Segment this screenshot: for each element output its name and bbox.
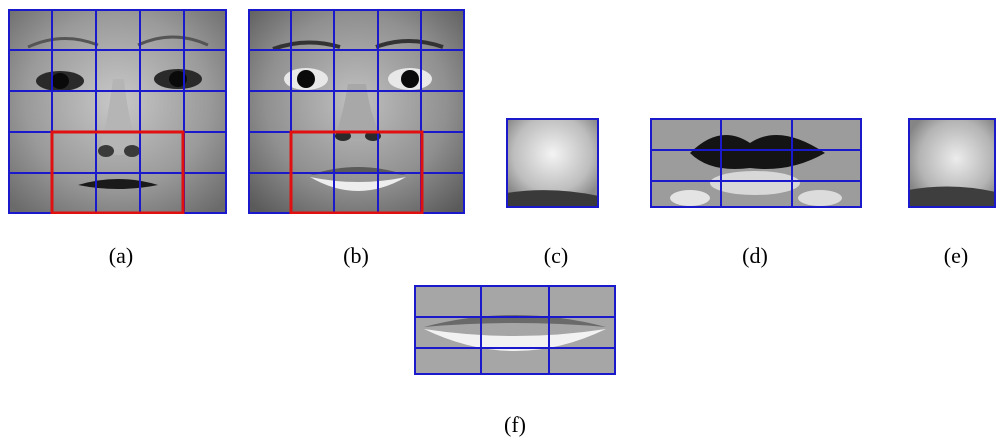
patch-e-drawing: [908, 118, 996, 208]
caption-d: (d): [742, 243, 768, 268]
patch-d-drawing: [650, 118, 862, 208]
mouth-patch-e: [908, 118, 996, 208]
patch-shadow: [908, 186, 996, 208]
teeth-region: [710, 171, 800, 195]
eyebrow-left: [27, 36, 99, 49]
eyebrow-right: [137, 35, 209, 47]
grid-overlay-d: [650, 118, 862, 208]
nose: [336, 84, 380, 139]
patch-border-c: [506, 118, 599, 208]
highlight-right: [798, 190, 842, 206]
highlight-left: [670, 190, 710, 206]
highlight-box-b: [289, 130, 424, 214]
pupil-left: [51, 73, 69, 89]
patch-shadow: [506, 190, 599, 208]
patch-c-drawing: [506, 118, 599, 208]
nostril-left: [98, 145, 114, 157]
caption-b: (b): [343, 243, 369, 268]
pupil-left: [297, 70, 315, 88]
pupil-right: [401, 70, 419, 88]
nostril-right: [124, 145, 140, 157]
mouth: [78, 179, 158, 189]
patch-border-e: [908, 118, 996, 208]
eyebrow-right: [375, 39, 444, 49]
caption-a: (a): [108, 243, 134, 268]
mouth-patch-c: [506, 118, 599, 208]
face-b-drawing: [248, 9, 465, 214]
lower-lip: [424, 329, 606, 351]
pupil-right: [169, 71, 187, 87]
caption-f: (f): [504, 412, 526, 437]
caption-e: (e): [943, 243, 969, 268]
patch-f-drawing: [414, 285, 616, 375]
lips-grid-f: [414, 285, 616, 375]
face-image-b: [248, 9, 465, 214]
mouth-grid-d: [650, 118, 862, 208]
face-a-drawing: [8, 9, 227, 214]
nose: [100, 79, 138, 155]
highlight-box-a: [50, 130, 185, 214]
grid-overlay-f: [414, 285, 616, 375]
patch-fill: [414, 285, 616, 375]
caption-c: (c): [543, 243, 569, 268]
face-image-a: [8, 9, 227, 214]
